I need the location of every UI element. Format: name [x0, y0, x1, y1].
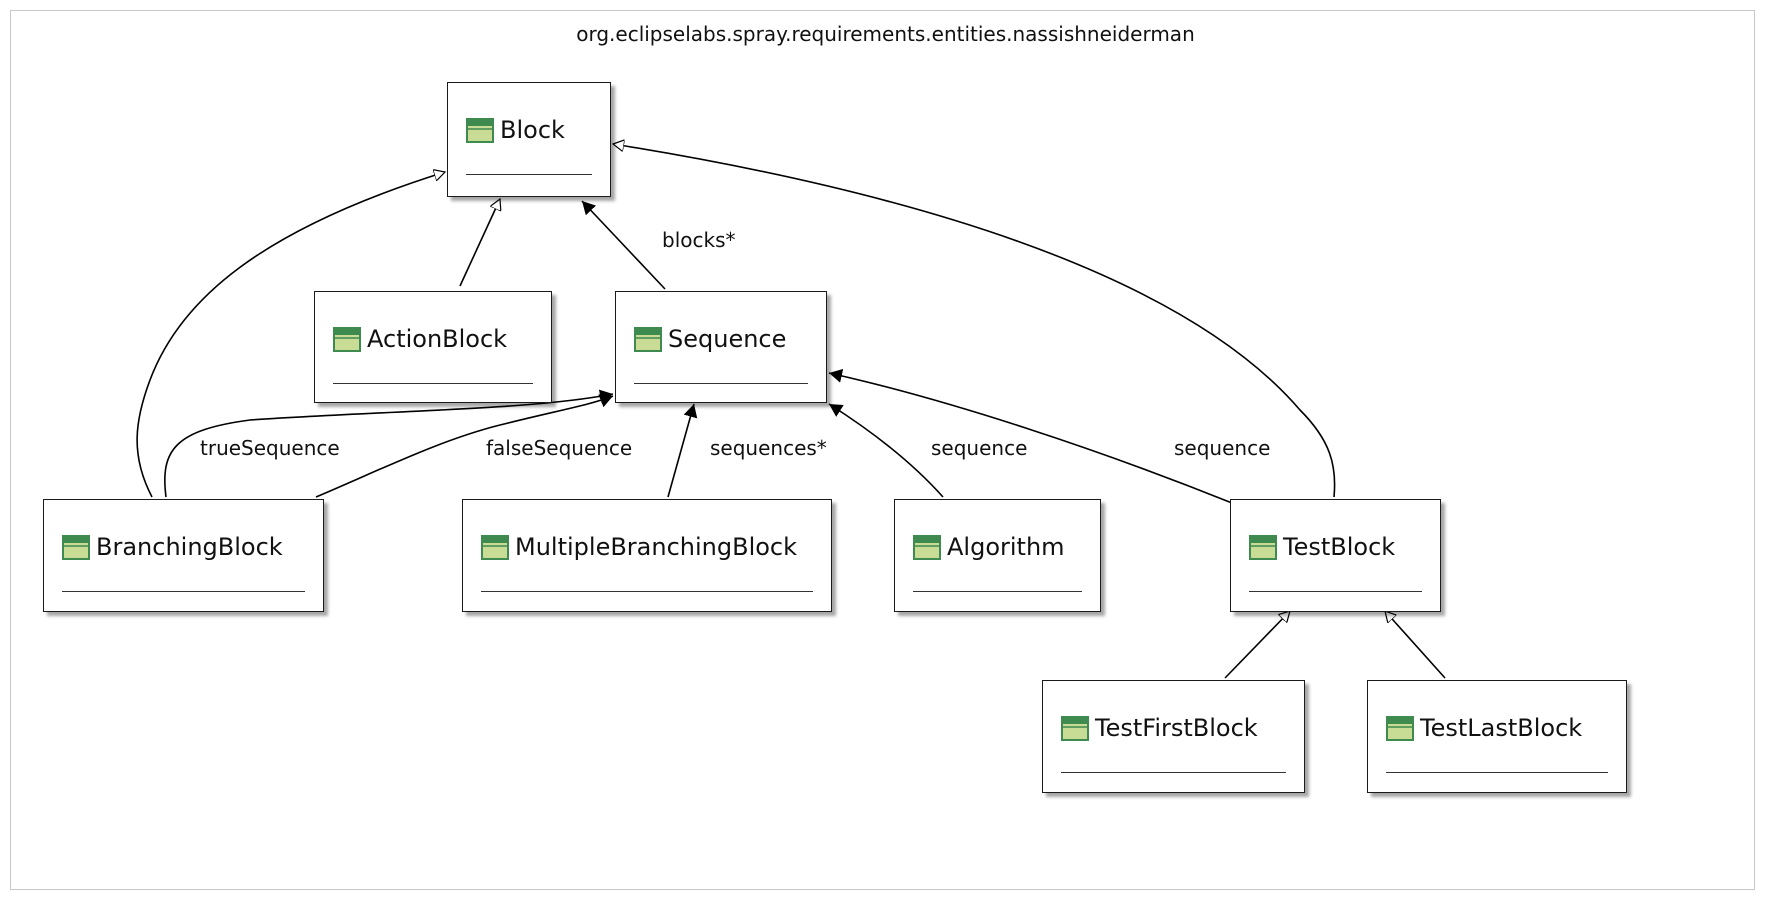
- label-blocks: blocks*: [662, 228, 736, 252]
- class-block[interactable]: Block: [447, 82, 611, 197]
- class-icon: [1249, 534, 1277, 560]
- class-test-last-block[interactable]: TestLastBlock: [1367, 680, 1627, 793]
- class-icon: [634, 326, 662, 352]
- class-action-block[interactable]: ActionBlock: [314, 291, 552, 403]
- class-name: MultipleBranchingBlock: [515, 533, 798, 561]
- edge-multiple-sequences: [667, 403, 698, 498]
- label-sequences: sequences*: [710, 436, 827, 460]
- class-test-first-block[interactable]: TestFirstBlock: [1042, 680, 1305, 793]
- class-icon: [1061, 715, 1089, 741]
- class-name: Algorithm: [947, 533, 1065, 561]
- edge-actionblock-extends-block: [459, 199, 500, 287]
- attribute-separator: [634, 383, 808, 384]
- attribute-separator: [466, 174, 592, 175]
- class-icon: [333, 326, 361, 352]
- package-title: org.eclipselabs.spray.requirements.entit…: [576, 22, 1195, 46]
- attribute-separator: [1386, 772, 1608, 773]
- class-branching-block[interactable]: BranchingBlock: [43, 499, 324, 612]
- edge-testblock-extends-block: [613, 144, 1336, 498]
- attribute-separator: [333, 383, 533, 384]
- edge-branching-falsesequence: [315, 394, 614, 498]
- attribute-separator: [62, 591, 305, 592]
- class-name: BranchingBlock: [96, 533, 283, 561]
- class-name: ActionBlock: [367, 325, 508, 353]
- label-false-sequence: falseSequence: [486, 436, 633, 460]
- attribute-separator: [913, 591, 1082, 592]
- class-name: TestLastBlock: [1420, 714, 1583, 742]
- class-icon: [1386, 715, 1414, 741]
- class-algorithm[interactable]: Algorithm: [894, 499, 1101, 612]
- class-icon: [62, 534, 90, 560]
- label-testblock-sequence: sequence: [1174, 436, 1271, 460]
- edge-algorithm-sequence: [828, 403, 944, 498]
- edge-testlastblock-extends-testblock: [1385, 611, 1446, 679]
- class-icon: [913, 534, 941, 560]
- class-multiple-branching-block[interactable]: MultipleBranchingBlock: [462, 499, 832, 612]
- label-algorithm-sequence: sequence: [931, 436, 1028, 460]
- class-icon: [466, 117, 494, 143]
- class-sequence[interactable]: Sequence: [615, 291, 827, 403]
- edge-testblock-sequence: [828, 369, 1233, 504]
- class-test-block[interactable]: TestBlock: [1230, 499, 1441, 612]
- class-name: TestFirstBlock: [1095, 714, 1258, 742]
- attribute-separator: [481, 591, 813, 592]
- edge-sequence-blocks-block: [581, 200, 666, 290]
- class-icon: [481, 534, 509, 560]
- class-name: Sequence: [668, 325, 787, 353]
- attribute-separator: [1061, 772, 1286, 773]
- edge-testfirstblock-extends-testblock: [1224, 611, 1290, 679]
- class-name: Block: [500, 116, 565, 144]
- edge-branching-truesequence: [164, 389, 614, 498]
- label-true-sequence: trueSequence: [200, 436, 340, 460]
- class-name: TestBlock: [1283, 533, 1396, 561]
- edge-branchingblock-extends-block: [136, 172, 445, 498]
- attribute-separator: [1249, 591, 1422, 592]
